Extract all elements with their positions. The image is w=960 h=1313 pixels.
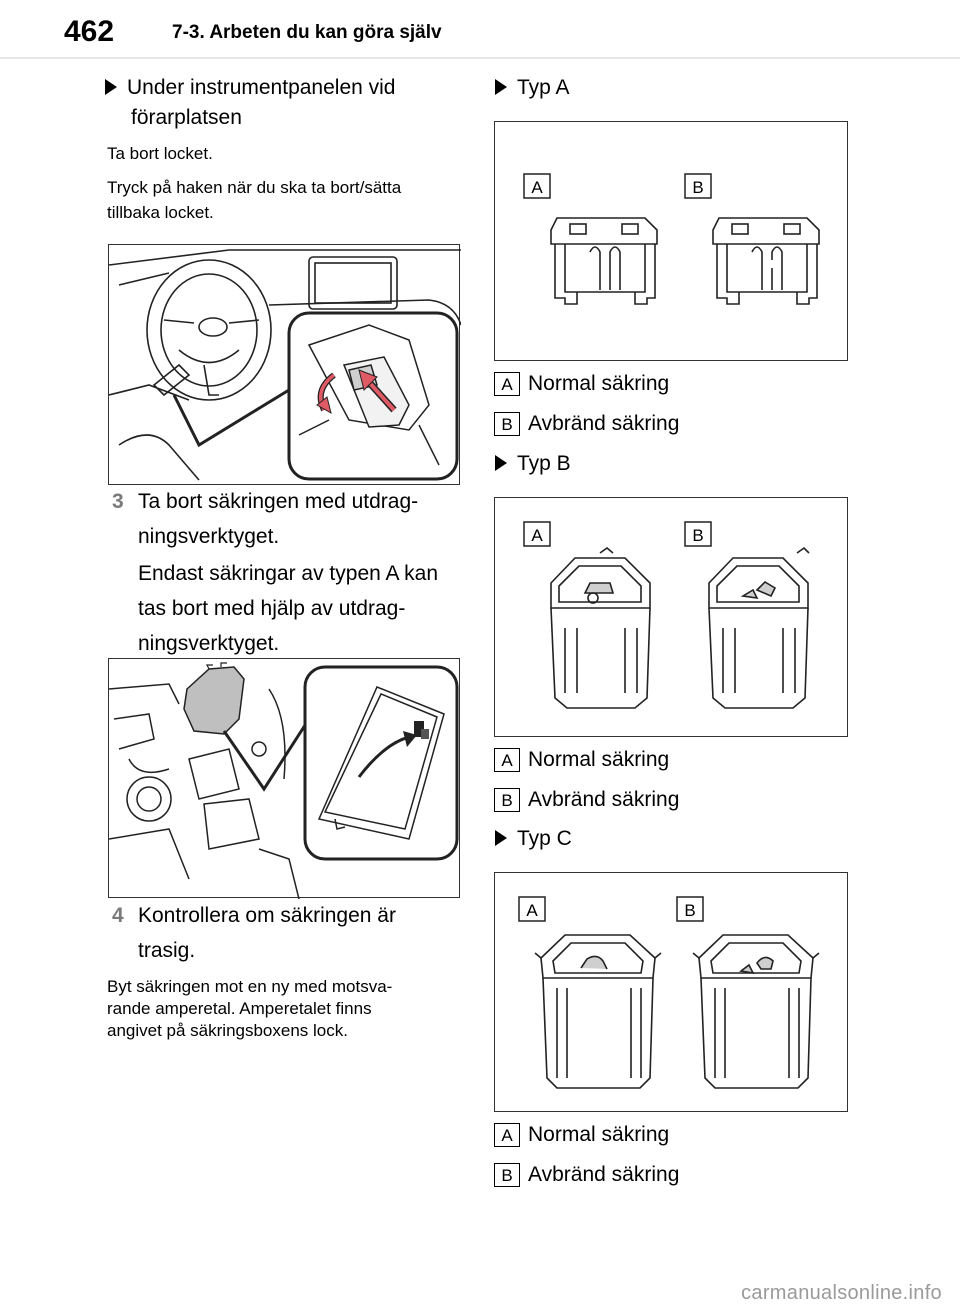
figure-type-a-fuses: A B — [494, 121, 848, 361]
legend-a-icon: A — [494, 748, 520, 772]
type-a-heading: Typ A — [495, 72, 570, 103]
instruction-press-hook-cont: tillbaka locket. — [107, 203, 214, 222]
fig-a-label-b: B — [692, 178, 703, 197]
figure-fuse-puller — [108, 658, 460, 899]
legend-b-icon: B — [494, 412, 520, 436]
bullet-driver-side-cont: förarplatsen — [131, 106, 242, 129]
bullet-triangle-icon — [105, 79, 117, 95]
legend-a-icon: A — [494, 372, 520, 396]
step-3-text: Ta bort säkringen med utdrag- ningsverkt… — [138, 490, 439, 655]
bullet-triangle-icon — [495, 455, 507, 471]
figure-dashboard-fusebox — [108, 244, 461, 485]
fuse-puller-illustration — [109, 662, 459, 899]
page-header — [0, 0, 960, 58]
replace-fuse-text: Byt säkringen mot en ny med motsva- rand… — [107, 977, 393, 1040]
step-3-number: 3 — [112, 490, 124, 513]
fig-b-label-a: A — [531, 526, 543, 545]
footer-watermark: carmanualsonline.info — [741, 1282, 942, 1304]
legend-b-icon: B — [494, 1163, 520, 1187]
type-c-heading: Typ C — [495, 823, 572, 854]
bullet-triangle-icon — [495, 830, 507, 846]
page-number: 462 — [0, 10, 152, 54]
step-4-number: 4 — [112, 904, 124, 927]
bullet-triangle-icon — [495, 79, 507, 95]
figure-type-b-fuses: A B — [494, 497, 848, 737]
step-4-text: Kontrollera om säkringen är trasig. — [138, 904, 396, 962]
instruction-press-hook: Tryck på haken när du ska ta bort/sätta — [107, 178, 402, 197]
fig-b-label-b: B — [692, 526, 703, 545]
header-rule — [0, 57, 960, 59]
legend-a-icon: A — [494, 1123, 520, 1147]
dashboard-illustration — [109, 249, 461, 481]
type-b-illustration: A B — [523, 521, 810, 709]
fig-c-label-a: A — [526, 901, 538, 920]
fig-c-label-b: B — [684, 901, 695, 920]
type-b-heading: Typ B — [495, 448, 571, 479]
figure-type-c-fuses: A B — [494, 872, 848, 1112]
type-a-illustration: A B — [523, 173, 820, 305]
bullet-driver-side: Under instrumentpanelen vid — [105, 72, 396, 103]
section-title: 7-3. Arbeten du kan göra själv — [172, 22, 442, 43]
legend-b-icon: B — [494, 788, 520, 812]
fig-a-label-a: A — [531, 178, 543, 197]
instruction-remove-cover: Ta bort locket. — [107, 144, 213, 163]
type-c-illustration: A B — [518, 896, 820, 1089]
